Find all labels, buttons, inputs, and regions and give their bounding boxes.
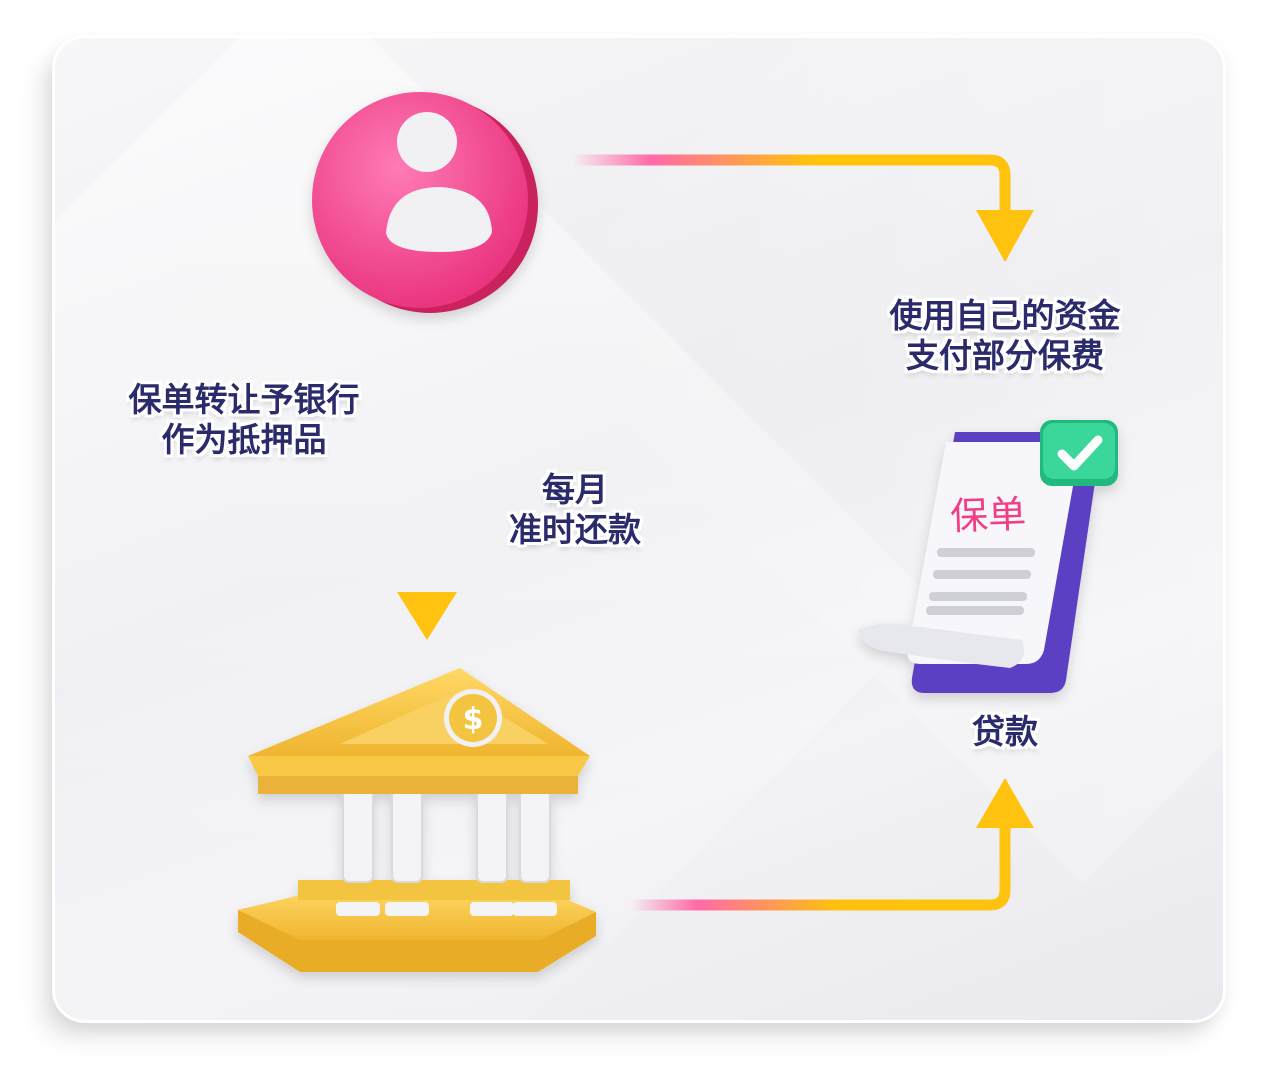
label-monthly-repay: 每月 准时还款 [490, 470, 660, 551]
label-self-pay-line-2: 支付部分保费 [906, 336, 1104, 376]
label-loan: 贷款 [972, 712, 1038, 751]
label-transfer-line-1: 保单转让予银行 [128, 380, 360, 419]
arrow-person-to-bank [397, 324, 457, 640]
label-self-pay-line-1: 使用自己的资金 [889, 296, 1121, 335]
policy-title: 保单 [949, 491, 1027, 539]
arrow-bank-to-policy [624, 778, 1034, 911]
label-transfer-collateral: 保单转让予银行 作为抵押品 [104, 380, 384, 461]
arrow-person-to-policy [566, 154, 1034, 262]
label-repay-line-2: 准时还款 [509, 510, 641, 550]
bank-icon: $ [238, 668, 596, 972]
check-icon [1040, 420, 1118, 486]
label-repay-line-1: 每月 [542, 470, 608, 509]
label-transfer-line-2: 作为抵押品 [161, 420, 327, 460]
label-self-pay-premium: 使用自己的资金 支付部分保费 [860, 296, 1150, 377]
person-icon [312, 92, 538, 313]
dollar-icon: $ [463, 702, 484, 737]
policy-document-icon [858, 420, 1118, 693]
